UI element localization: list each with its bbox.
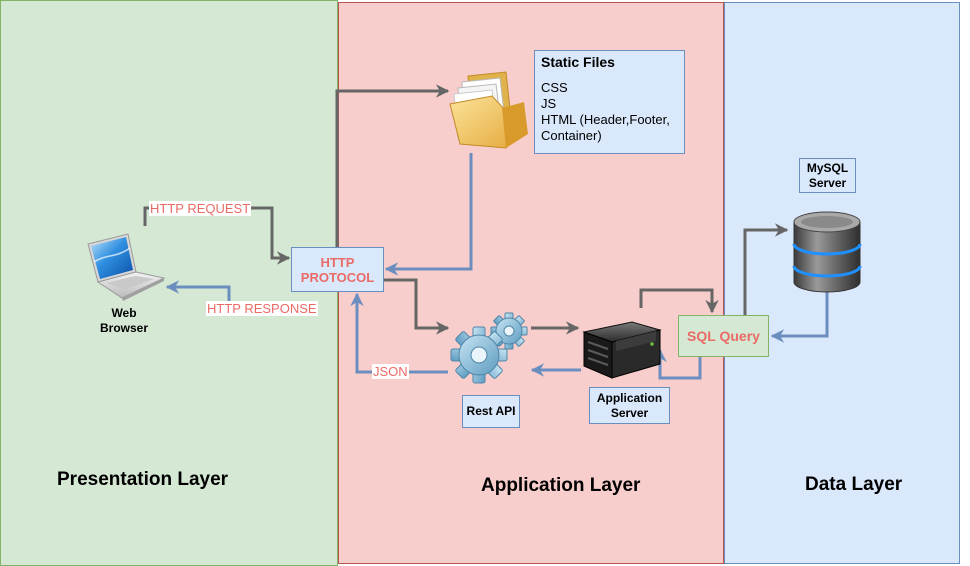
sql-query-box: SQL Query: [678, 315, 769, 357]
static-file-item: CSS: [541, 80, 568, 95]
mysql-server-label: MySQL Server: [799, 158, 856, 193]
static-files-box: Static Files CSS JS HTML (Header,Footer,…: [534, 50, 685, 154]
gears-icon: [450, 312, 528, 384]
edge-server-to-sql: [639, 288, 719, 314]
edge-protocol-to-api: [384, 278, 450, 335]
application-layer-title: Application Layer: [481, 475, 641, 496]
application-server-label: Application Server: [589, 387, 670, 424]
http-request-label: HTTP REQUEST: [149, 201, 252, 216]
web-browser-label: Web Browser: [99, 306, 149, 335]
json-label: JSON: [372, 364, 409, 379]
edge-files-to-protocol: [384, 153, 473, 276]
edge-sql-to-db: [743, 223, 789, 315]
edge-http-request: [143, 206, 291, 265]
presentation-layer-title: Presentation Layer: [57, 469, 229, 490]
edge-protocol-to-files: [335, 84, 450, 247]
edge-db-to-sql: [770, 292, 829, 343]
server-icon: [582, 321, 662, 379]
http-protocol-box: HTTP PROTOCOL: [291, 247, 384, 292]
static-files-title: Static Files: [541, 54, 615, 70]
static-file-item: JS: [541, 96, 557, 111]
data-layer-title: Data Layer: [805, 474, 903, 495]
database-icon: [792, 211, 862, 293]
rest-api-label: Rest API: [462, 395, 520, 428]
edge-json: [350, 292, 448, 374]
folder-icon: [449, 71, 528, 149]
static-file-item: HTML (Header,Footer, Container): [541, 112, 670, 143]
http-response-label: HTTP RESPONSE: [206, 301, 318, 316]
laptop-icon: [87, 233, 166, 301]
